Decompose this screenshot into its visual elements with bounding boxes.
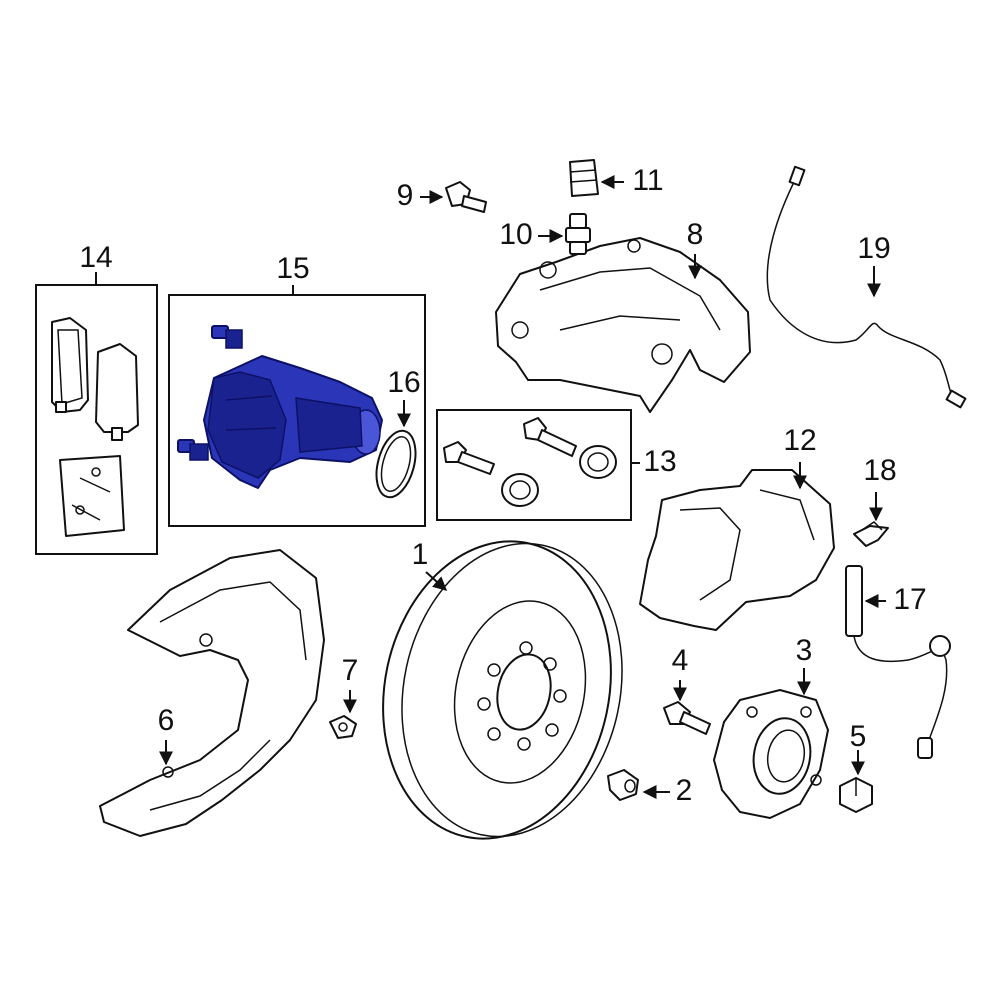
- guide-pin-right[interactable]: [523, 417, 577, 457]
- callout-10: 10: [499, 218, 532, 251]
- callout-7: 7: [342, 654, 359, 687]
- callout-16: 16: [387, 366, 420, 399]
- callout-1: 1: [412, 538, 429, 571]
- callout-19: 19: [857, 232, 890, 265]
- callout-12: 12: [783, 424, 816, 457]
- callout-8: 8: [687, 218, 704, 251]
- callout-17: 17: [893, 583, 926, 616]
- shield-bolt[interactable]: [329, 715, 357, 739]
- bleeder-screw[interactable]: [445, 181, 487, 213]
- actuator-bolt-lower[interactable]: [177, 439, 209, 461]
- pad-hardware-packet[interactable]: [59, 455, 125, 537]
- actuator-kit-group: [168, 285, 426, 527]
- hub-nut[interactable]: [839, 777, 873, 813]
- caliper-bracket[interactable]: [639, 469, 835, 631]
- callout-15: 15: [276, 252, 309, 285]
- brake-fitting[interactable]: [565, 213, 591, 255]
- guide-pin-kit-box: [436, 409, 632, 521]
- brake-pad-kit-group: [35, 272, 158, 555]
- callout-14: 14: [79, 241, 112, 274]
- callout-3: 3: [796, 634, 813, 667]
- wear-sensor-wire[interactable]: [766, 165, 967, 409]
- actuator-motor[interactable]: [203, 355, 383, 489]
- splash-shield[interactable]: [99, 549, 325, 837]
- callout-2: 2: [676, 774, 693, 807]
- hose-clip[interactable]: [853, 521, 889, 547]
- axle-nut[interactable]: [607, 769, 639, 801]
- brake-hose[interactable]: [845, 565, 951, 759]
- callout-9: 9: [397, 179, 414, 212]
- actuator-kit-box: [168, 294, 426, 527]
- wheel-hub[interactable]: [713, 689, 829, 819]
- callout-6: 6: [158, 704, 175, 737]
- bleeder-cap[interactable]: [569, 159, 599, 197]
- hub-bolt[interactable]: [663, 701, 711, 735]
- callout-18: 18: [863, 454, 896, 487]
- actuator-o-ring[interactable]: [370, 426, 422, 501]
- brake-rotor[interactable]: [356, 520, 648, 860]
- brake-pad-right[interactable]: [95, 343, 139, 441]
- callout-11: 11: [632, 164, 663, 197]
- callout-4: 4: [672, 644, 689, 677]
- guide-pin-left[interactable]: [443, 441, 495, 475]
- guide-boot-right[interactable]: [579, 445, 617, 479]
- caliper-housing[interactable]: [495, 237, 751, 413]
- brake-pad-left[interactable]: [51, 317, 89, 413]
- callout-13: 13: [643, 445, 676, 478]
- callout-5: 5: [850, 720, 867, 753]
- guide-boot-left[interactable]: [501, 473, 539, 507]
- actuator-bolt-upper[interactable]: [211, 325, 243, 349]
- guide-pin-kit-group: [436, 409, 640, 521]
